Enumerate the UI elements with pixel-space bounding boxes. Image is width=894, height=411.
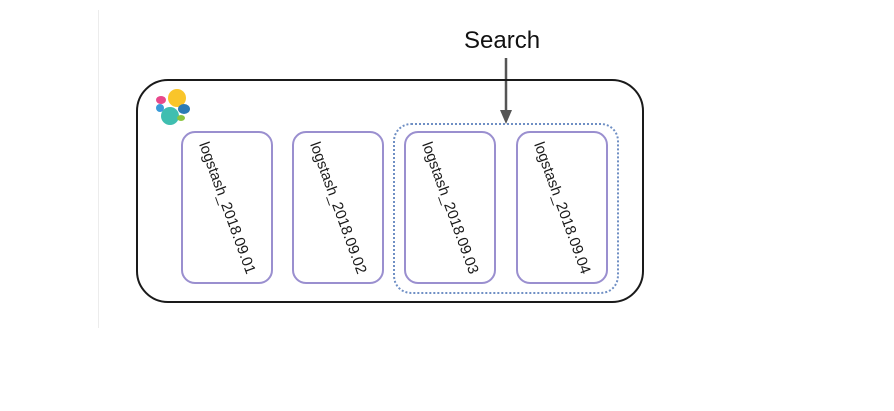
index-label: logstash_2018.09.01 xyxy=(195,139,259,276)
index-box: logstash_2018.09.02 xyxy=(292,131,384,284)
index-box: logstash_2018.09.04 xyxy=(516,131,608,284)
search-target-group xyxy=(393,123,619,294)
left-divider xyxy=(98,10,99,328)
index-label: logstash_2018.09.03 xyxy=(418,139,482,276)
search-label: Search xyxy=(464,27,541,54)
down-arrow-icon xyxy=(500,58,512,124)
index-label: logstash_2018.09.02 xyxy=(306,139,370,276)
index-label: logstash_2018.09.04 xyxy=(530,139,594,276)
index-box: logstash_2018.09.01 xyxy=(181,131,273,284)
cluster-container xyxy=(136,79,644,303)
index-box: logstash_2018.09.03 xyxy=(404,131,496,284)
elastic-logo-icon xyxy=(156,89,190,125)
